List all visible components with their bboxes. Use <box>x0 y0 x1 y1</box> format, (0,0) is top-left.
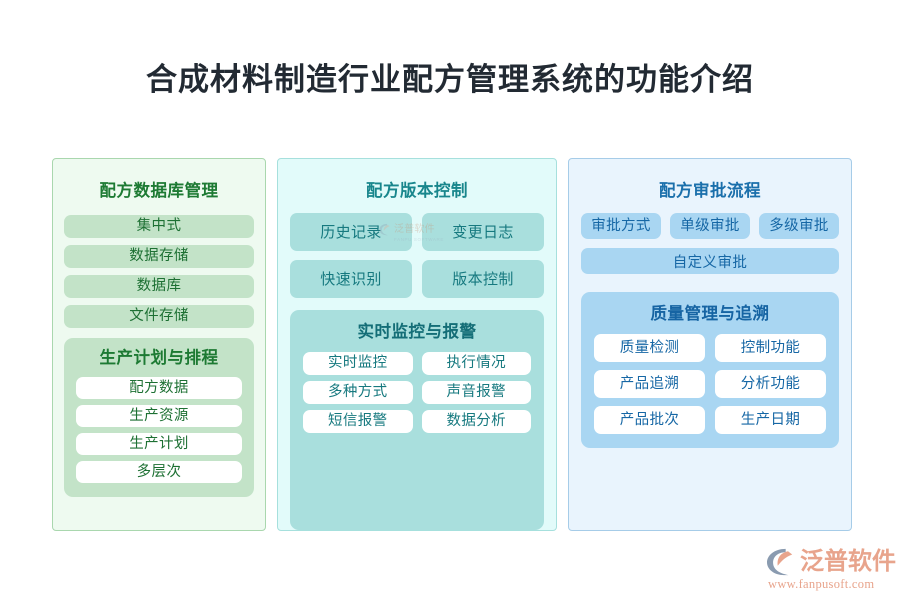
pill-item[interactable]: 生产资源 <box>76 405 242 427</box>
column-title-recipe-database-management: 配方数据库管理 <box>99 182 219 200</box>
column-recipe-version-control: 配方版本控制 历史记录 变更日志 快速识别 版本控制 实时监控与报警 实时监控 … <box>277 158 557 531</box>
pill-grid-recipe-version-control: 历史记录 变更日志 快速识别 版本控制 <box>278 213 556 298</box>
pill-item-custom-approval[interactable]: 自定义审批 <box>581 248 839 274</box>
pill-row-recipe-approval-process: 审批方式 单级审批 多级审批 <box>569 213 851 239</box>
pill-list-production-plan-scheduling: 配方数据 生产资源 生产计划 多层次 <box>76 377 242 483</box>
page-title: 合成材料制造行业配方管理系统的功能介绍 <box>146 62 754 97</box>
pill-item[interactable]: 历史记录 <box>290 213 412 251</box>
pill-item[interactable]: 快速识别 <box>290 260 412 298</box>
pill-item[interactable]: 变更日志 <box>422 213 544 251</box>
pill-item[interactable]: 数据分析 <box>421 410 531 433</box>
pill-item[interactable]: 声音报警 <box>421 381 531 404</box>
brand-name: 泛普软件 <box>800 548 896 575</box>
pill-item[interactable]: 质量检测 <box>594 334 705 362</box>
brand-url: www.fanpusoft.com <box>768 577 875 591</box>
pill-grid-quality-management-traceability: 质量检测 控制功能 产品追溯 分析功能 产品批次 生产日期 <box>594 334 826 434</box>
column-recipe-database-management: 配方数据库管理 集中式 数据存储 数据库 文件存储 生产计划与排程 配方数据 生… <box>52 158 266 531</box>
pill-item[interactable]: 控制功能 <box>715 334 826 362</box>
pill-item[interactable]: 版本控制 <box>422 260 544 298</box>
column-title-recipe-approval-process: 配方审批流程 <box>659 182 761 200</box>
pill-item[interactable]: 生产计划 <box>76 433 242 455</box>
brand-logo: 泛普软件 www.fanpusoft.com <box>766 548 896 592</box>
subcard-title-realtime-monitoring-alarm: 实时监控与报警 <box>357 323 477 341</box>
pill-item[interactable]: 产品批次 <box>594 406 705 434</box>
pill-item[interactable]: 多种方式 <box>303 381 413 404</box>
pill-list-recipe-database-management: 集中式 数据存储 数据库 文件存储 <box>53 215 265 328</box>
pill-item[interactable]: 审批方式 <box>581 213 661 239</box>
pill-grid-realtime-monitoring-alarm: 实时监控 执行情况 多种方式 声音报警 短信报警 数据分析 <box>303 352 531 433</box>
pill-item[interactable]: 实时监控 <box>303 352 413 375</box>
feature-columns: 配方数据库管理 集中式 数据存储 数据库 文件存储 生产计划与排程 配方数据 生… <box>52 158 852 531</box>
pill-item[interactable]: 数据存储 <box>64 245 254 268</box>
pill-item[interactable]: 多级审批 <box>759 213 839 239</box>
subcard-quality-management-traceability: 质量管理与追溯 质量检测 控制功能 产品追溯 分析功能 产品批次 生产日期 <box>581 292 839 448</box>
brand-logo-row: 泛普软件 <box>766 548 896 576</box>
subcard-realtime-monitoring-alarm: 实时监控与报警 实时监控 执行情况 多种方式 声音报警 短信报警 数据分析 <box>290 310 544 530</box>
pill-item[interactable]: 生产日期 <box>715 406 826 434</box>
pill-item[interactable]: 多层次 <box>76 461 242 483</box>
pill-item[interactable]: 集中式 <box>64 215 254 238</box>
column-title-recipe-version-control: 配方版本控制 <box>366 182 468 200</box>
subcard-production-plan-scheduling: 生产计划与排程 配方数据 生产资源 生产计划 多层次 <box>64 338 254 497</box>
subcard-title-production-plan-scheduling: 生产计划与排程 <box>99 349 219 367</box>
pill-item[interactable]: 产品追溯 <box>594 370 705 398</box>
pill-item[interactable]: 数据库 <box>64 275 254 298</box>
fanpu-logo-icon <box>767 548 793 576</box>
subcard-title-quality-management-traceability: 质量管理与追溯 <box>650 305 770 323</box>
pill-item[interactable]: 单级审批 <box>670 213 750 239</box>
pill-item[interactable]: 执行情况 <box>421 352 531 375</box>
pill-wide-wrapper: 自定义审批 <box>581 248 839 274</box>
column-recipe-approval-process: 配方审批流程 审批方式 单级审批 多级审批 自定义审批 质量管理与追溯 质量检测… <box>568 158 852 531</box>
pill-item[interactable]: 分析功能 <box>715 370 826 398</box>
pill-item[interactable]: 文件存储 <box>64 305 254 328</box>
pill-item[interactable]: 配方数据 <box>76 377 242 399</box>
pill-item[interactable]: 短信报警 <box>303 410 413 433</box>
